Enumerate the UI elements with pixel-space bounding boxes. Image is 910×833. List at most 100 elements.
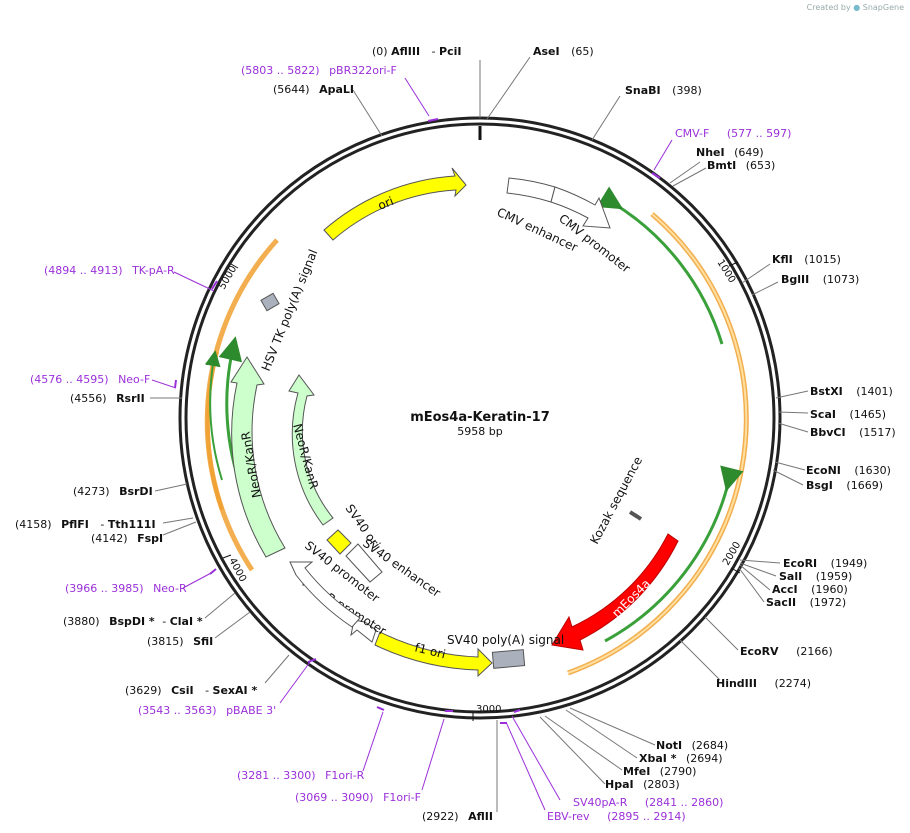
primer-range: (2841 .. 2860) — [645, 796, 724, 809]
site-label[interactable]: KflI (1015) — [772, 253, 841, 266]
leader-line — [739, 562, 777, 577]
site-label[interactable]: (4556) RsrII — [70, 392, 145, 405]
site-label[interactable]: ScaI (1465) — [810, 408, 886, 421]
site-position: (1465) — [849, 408, 886, 421]
primer-label[interactable]: CMV-F (577 .. 597) — [675, 127, 791, 140]
site-name: FspI — [137, 532, 163, 545]
site-label[interactable]: BbvCI (1517) — [810, 426, 896, 439]
feature-kozak[interactable]: Kozak sequence — [587, 454, 645, 546]
site-position: (2694) — [686, 752, 723, 765]
site-separator: - — [205, 684, 209, 697]
site-label[interactable]: SalI (1959) — [779, 570, 852, 583]
feature-meos4a[interactable]: mEos4a — [551, 533, 679, 651]
primer-leader — [182, 571, 214, 589]
site-label[interactable]: AccI (1960) — [772, 583, 848, 596]
leader-line — [539, 716, 606, 785]
leader-line — [739, 559, 781, 564]
site-label[interactable]: (3880) BspDI * - ClaI * — [63, 615, 203, 628]
site-name: BsrDI — [119, 485, 153, 498]
primer-leaders — [151, 77, 673, 811]
primer-name: F1ori-F — [383, 791, 421, 804]
primer-label[interactable]: (3543 .. 3563) pBABE 3' — [138, 704, 276, 717]
meos4a-arrow[interactable] — [551, 533, 679, 651]
sv40-ori-box[interactable] — [326, 529, 352, 555]
site-name-2: Tth111I — [108, 518, 156, 531]
leader-line — [672, 167, 707, 187]
site-position: (1073) — [823, 273, 860, 286]
leader-line — [565, 709, 638, 759]
site-label[interactable]: (3629) CsiI - SexAI * — [125, 684, 257, 697]
site-label[interactable]: NotI (2684) — [656, 739, 728, 752]
sv40-enhancer-box[interactable] — [345, 543, 383, 583]
feature-ori[interactable]: ori — [323, 167, 467, 241]
site-label[interactable]: NheI (649) — [696, 146, 764, 159]
feature-f1-ori[interactable]: f1 ori — [374, 631, 493, 678]
site-label[interactable]: (4142) FspI — [91, 532, 163, 545]
site-label[interactable]: (4273) BsrDI — [73, 485, 153, 498]
site-label[interactable]: (4158) PflFI - Tth111I — [15, 518, 156, 531]
primer-mark — [211, 280, 218, 290]
cmv-enhancer-arrow[interactable] — [506, 177, 556, 203]
primer-label[interactable]: (3966 .. 3985) Neo-R — [65, 582, 187, 595]
ori-arrow[interactable] — [323, 167, 467, 241]
site-label[interactable]: (5644) ApaLI — [273, 83, 354, 96]
site-name: BsgI — [806, 479, 833, 492]
site-name: BbvCI — [810, 426, 846, 439]
feature-neokanr[interactable]: NeoR/KanR NeoR/KanR — [230, 356, 334, 558]
site-name: EcoRV — [740, 645, 779, 658]
site-label[interactable]: SnaBI (398) — [625, 84, 702, 97]
primer-label[interactable]: (4894 .. 4913) TK-pA-R — [44, 264, 175, 277]
site-name: RsrII — [116, 392, 145, 405]
leader-line — [264, 654, 290, 684]
site-position: (1960) — [811, 583, 848, 596]
primer-label[interactable]: (3281 .. 3300) F1ori-R — [237, 769, 365, 782]
site-label[interactable]: BmtI (653) — [707, 159, 775, 172]
f1-ori-arrow[interactable] — [374, 631, 493, 678]
site-label[interactable]: HpaI (2803) — [605, 778, 680, 791]
primer-label[interactable]: SV40pA-R (2841 .. 2860) — [573, 796, 723, 809]
primer-label[interactable]: (4576 .. 4595) Neo-F — [30, 373, 150, 386]
site-name: SnaBI — [625, 84, 661, 97]
site-label[interactable]: AseI (65) — [533, 45, 594, 58]
primer-name: CMV-F — [675, 127, 709, 140]
site-label[interactable]: (3815) SfiI — [147, 635, 213, 648]
site-separator: - — [432, 45, 436, 58]
feature-cmv[interactable]: CMV enhancer CMV promoter — [495, 177, 633, 276]
sv40-polya-label: SV40 poly(A) signal — [447, 633, 564, 647]
primer-name: EBV-rev — [547, 810, 590, 823]
plasmid-size: 5958 bp — [457, 425, 502, 438]
neokanr-inner-arrow[interactable] — [288, 374, 334, 526]
site-label[interactable]: XbaI * (2694) — [639, 752, 723, 765]
site-label[interactable]: MfeI (2790) — [623, 765, 696, 778]
primer-name: Neo-F — [118, 373, 150, 386]
site-label[interactable]: EcoRV (2166) — [740, 645, 833, 658]
tick-mark — [730, 567, 741, 574]
site-position: (2803) — [643, 778, 680, 791]
primer-label[interactable]: (3069 .. 3090) F1ori-F — [295, 791, 421, 804]
hsv-tk-polya-box[interactable] — [260, 292, 280, 312]
credit-brand: SnapGene — [862, 3, 904, 12]
kozak-mark[interactable] — [628, 510, 643, 521]
sv40-promoter-arrow[interactable] — [289, 561, 361, 628]
primer-label[interactable]: EBV-rev (2895 .. 2914) — [547, 810, 686, 823]
site-label[interactable]: HindIII (2274) — [716, 677, 811, 690]
cmv-promoter-arrow[interactable] — [550, 186, 611, 229]
sv40-polya-box[interactable] — [491, 649, 526, 669]
site-label[interactable]: EcoRI (1949) — [783, 557, 867, 570]
primer-mark — [307, 658, 317, 663]
site-label[interactable]: (0) AflIII - PciI — [372, 45, 461, 58]
site-label[interactable]: (2922) AflII — [422, 810, 493, 823]
site-name: XbaI * — [639, 752, 677, 765]
site-label[interactable]: SacII (1972) — [766, 596, 846, 609]
primer-label[interactable]: (5803 .. 5822) pBR322ori-F — [241, 64, 397, 77]
site-label[interactable]: EcoNI (1630) — [806, 464, 891, 477]
neokanr-outer-arrow[interactable] — [230, 356, 286, 558]
feature-hsv-tk-polya[interactable]: HSV TK poly(A) signal — [259, 247, 321, 373]
site-label[interactable]: BglII (1073) — [781, 273, 859, 286]
site-label[interactable]: BsgI (1669) — [806, 479, 883, 492]
primer-leader — [404, 77, 430, 117]
leader-line — [772, 469, 804, 486]
site-name: SalI — [779, 570, 802, 583]
site-label[interactable]: BstXI (1401) — [810, 385, 893, 398]
feature-sv40-polya[interactable]: SV40 poly(A) signal — [447, 633, 564, 669]
